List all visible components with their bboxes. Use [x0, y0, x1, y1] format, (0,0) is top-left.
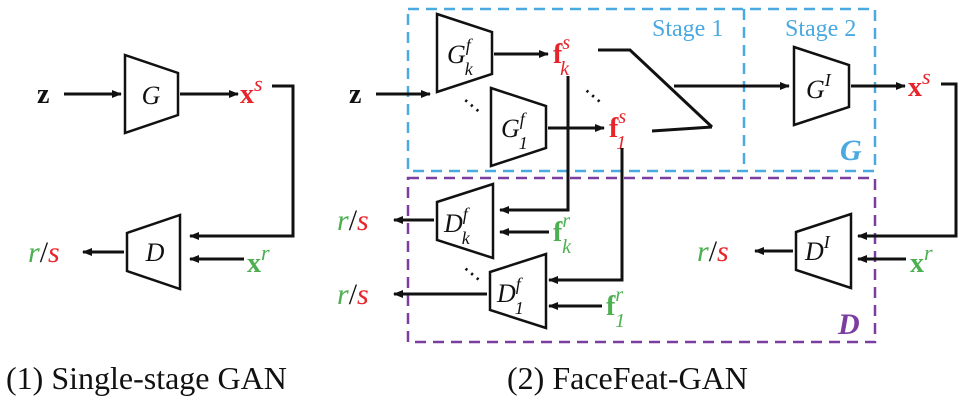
- d1-discriminator-block: [488, 252, 548, 330]
- stage2-label: Stage 2: [785, 16, 856, 42]
- real-image-xr-2: xr: [910, 240, 933, 279]
- g-group-box: [406, 7, 877, 173]
- real-image-xr: xr: [247, 240, 270, 279]
- g-stack-dots: ⋯: [456, 88, 489, 121]
- fks-to-dk-connector: [499, 76, 570, 214]
- gk-generator-block: [435, 12, 494, 94]
- noise-z-label-2: z: [349, 79, 361, 110]
- g-group-label: G: [840, 134, 862, 167]
- fake-image-xs: xs: [240, 71, 263, 110]
- d1-real-fake-output: r/s: [337, 278, 369, 311]
- di-real-fake-output: r/s: [697, 235, 729, 268]
- single-stage-gan: z G xs xr D r/s (1) Single-stage GAN: [6, 53, 295, 396]
- g1-generator-block: [489, 86, 548, 168]
- discriminator-label: D: [145, 238, 165, 267]
- fake-image-xs-2: xs: [908, 64, 931, 103]
- f1s-merge-line: [651, 125, 713, 133]
- f-stack-dots: ⋯: [577, 79, 610, 112]
- generator-label: G: [142, 81, 161, 110]
- fks-merge-line: [598, 48, 714, 129]
- dk-discriminator-block: [435, 182, 495, 260]
- dk-real-fake-output: r/s: [337, 204, 369, 237]
- xs-to-di-connector: [857, 82, 958, 240]
- noise-z-label: z: [37, 79, 49, 110]
- generator-block: [123, 53, 180, 135]
- gi-label: GI: [806, 70, 832, 104]
- di-discriminator-block: [794, 212, 853, 290]
- real-fake-output: r/s: [28, 236, 60, 269]
- d-group-label: D: [837, 308, 860, 341]
- d-stack-dots: ⋯: [456, 257, 489, 290]
- caption-facefeat-gan: (2) FaceFeat-GAN: [507, 360, 748, 396]
- gi-generator-block: [792, 45, 851, 127]
- caption-single-stage: (1) Single-stage GAN: [6, 360, 287, 396]
- discriminator-block: [125, 213, 182, 291]
- di-label: DI: [804, 232, 831, 266]
- f1s-to-d1-connector: [548, 148, 624, 284]
- xs-to-d-connector: [189, 84, 295, 240]
- stage1-label: Stage 1: [652, 16, 723, 42]
